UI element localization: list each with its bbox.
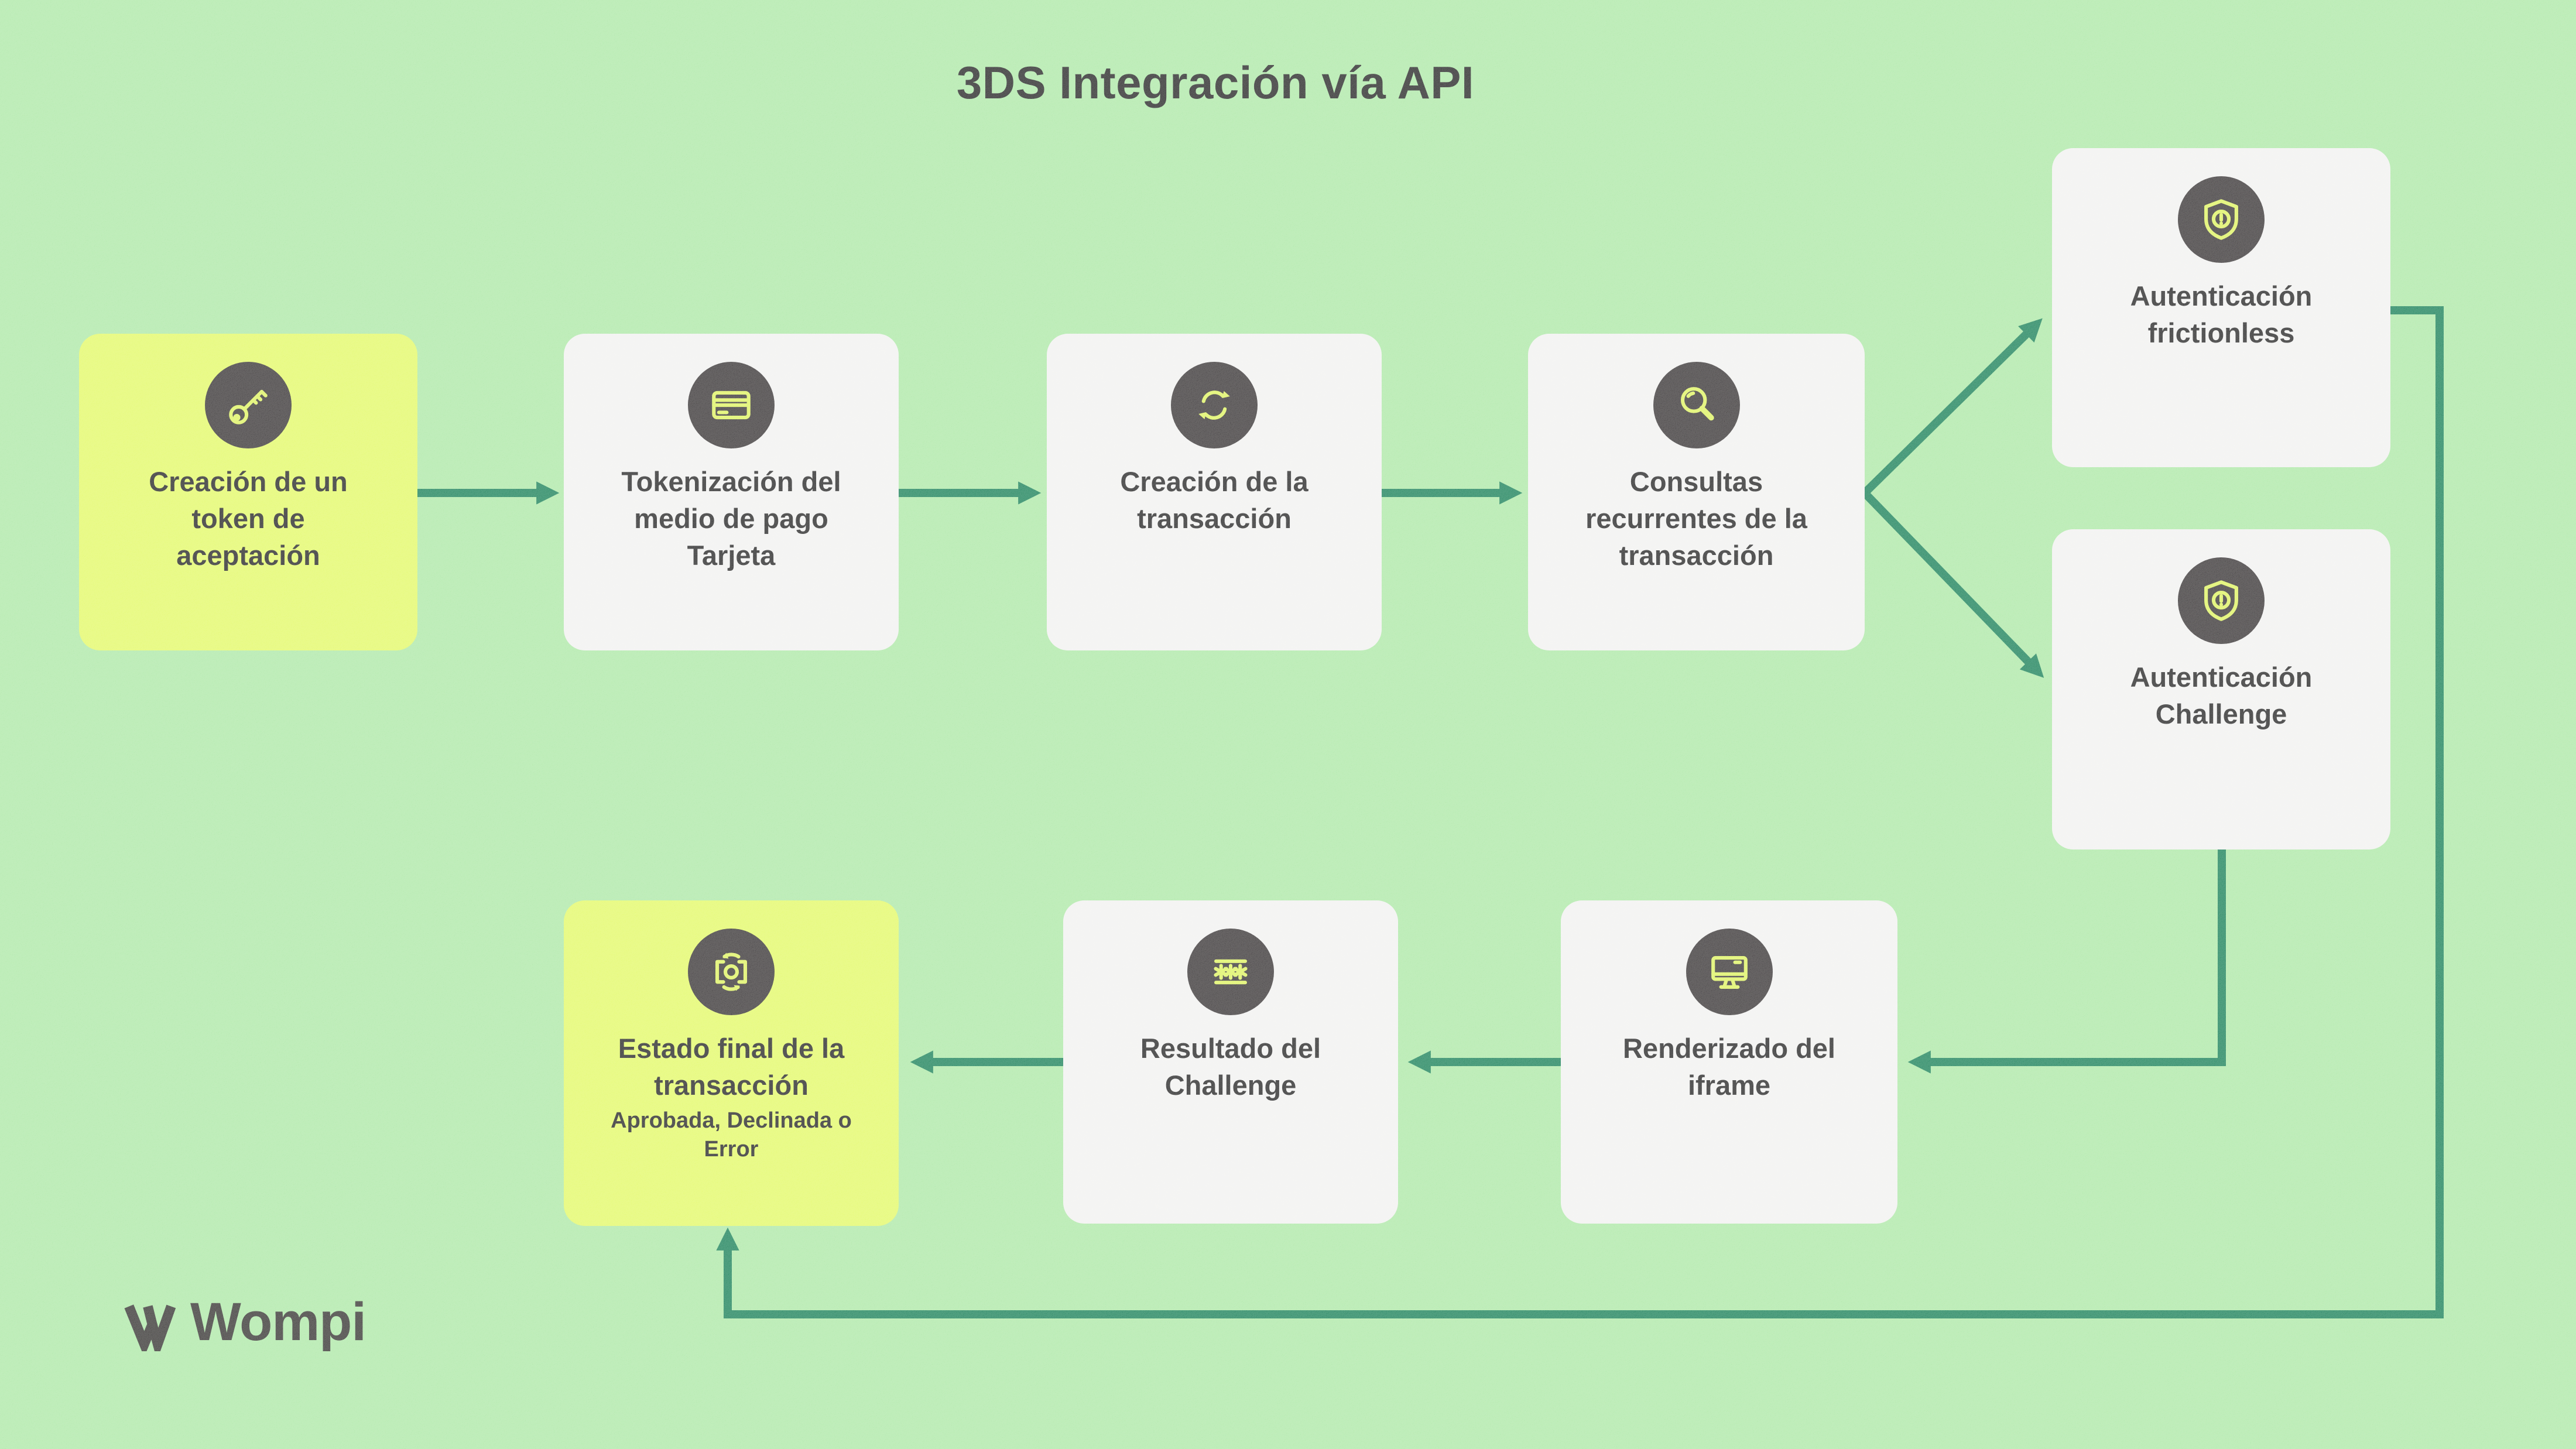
page-title: 3DS Integración vía API (956, 57, 1475, 108)
node-iframe-render: Renderizado del iframe (1561, 900, 1897, 1224)
shield-alert-icon (2178, 557, 2265, 644)
node-recurring-queries: Consultas recurrentes de la transacción (1528, 334, 1865, 650)
node-label: Autenticación Challenge (2130, 662, 2313, 729)
monitor-icon (1686, 929, 1773, 1015)
node-sublabel: Aprobada, Declinada o Error (611, 1108, 852, 1162)
card-icon (688, 362, 775, 448)
connector-challenge-to-renderizado (1907, 849, 2226, 1074)
key-icon (205, 362, 292, 448)
connector-consultas-to-challenge (1861, 490, 2044, 678)
node-label: Creación de un token de aceptación (149, 466, 348, 571)
capture-sync-icon (688, 929, 775, 1015)
node-card-tokenization: Tokenización del medio de pago Tarjeta (564, 334, 899, 650)
wompi-mark-icon (120, 1294, 177, 1351)
wompi-wordmark: Wompi (190, 1292, 366, 1352)
password-icon (1187, 929, 1274, 1015)
connector-consultas-to-frictionless (1862, 318, 2043, 496)
shield-alert-icon (2178, 176, 2265, 263)
sync-icon (1171, 362, 1258, 448)
node-token-creation: Creación de un token de aceptación (79, 334, 417, 650)
node-label: Renderizado del iframe (1622, 1033, 1835, 1101)
node-label: Autenticación frictionless (2130, 280, 2313, 348)
node-label: Tokenización del medio de pago Tarjeta (621, 466, 841, 571)
node-label: Consultas recurrentes de la transacción (1585, 466, 1807, 571)
node-label: Resultado del Challenge (1140, 1033, 1321, 1101)
node-label: Estado final de la transacción (618, 1033, 845, 1101)
node-frictionless-auth: Autenticación frictionless (2052, 148, 2390, 467)
node-challenge-result: Resultado del Challenge (1063, 900, 1398, 1224)
node-transaction-creation: Creación de la transacción (1047, 334, 1382, 650)
wompi-logo: Wompi (120, 1292, 366, 1353)
node-challenge-auth: Autenticación Challenge (2052, 529, 2390, 849)
node-label: Creación de la transacción (1120, 466, 1308, 534)
node-final-status: Estado final de la transacción Aprobada,… (564, 900, 899, 1226)
search-icon (1653, 362, 1740, 448)
